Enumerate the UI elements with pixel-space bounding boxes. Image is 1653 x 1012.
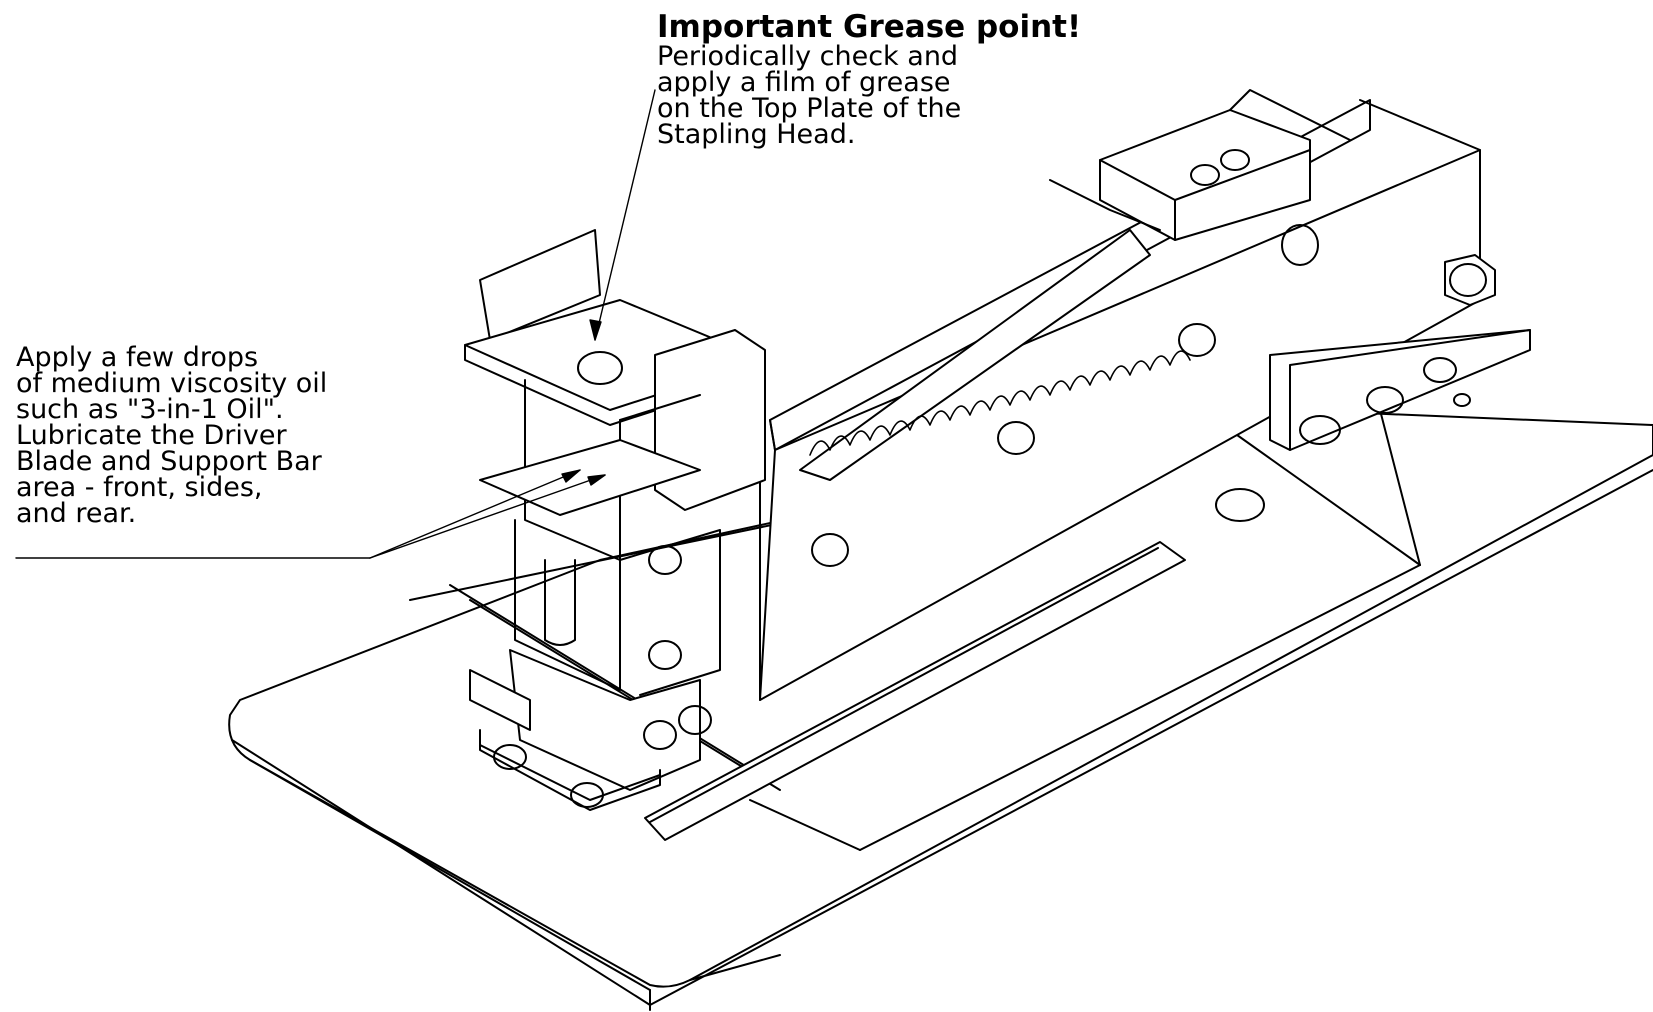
grease-leader bbox=[594, 89, 656, 341]
oil-callout: Apply a few drops of medium viscosity oi… bbox=[16, 342, 386, 529]
grease-callout-line: Stapling Head. bbox=[657, 119, 856, 150]
oil-callout-line: Lubricate the Driver bbox=[16, 420, 287, 451]
oil-leader-2 bbox=[369, 474, 606, 559]
stapling-head bbox=[464, 229, 766, 811]
grease-arrowhead bbox=[589, 319, 602, 341]
right-bracket bbox=[1269, 329, 1531, 451]
grease-callout-line: apply a film of grease bbox=[657, 67, 951, 98]
grease-callout-title: Important Grease point! bbox=[657, 9, 1082, 45]
oil-arrowhead-2 bbox=[587, 474, 606, 486]
rail-screws bbox=[811, 224, 1319, 567]
oil-callout-line: of medium viscosity oil bbox=[16, 368, 328, 399]
base-plate bbox=[228, 409, 1653, 1011]
oil-callout-line: such as "3-in-1 Oil". bbox=[16, 394, 284, 425]
grease-callout-line: Periodically check and bbox=[657, 41, 959, 72]
oil-leader-1 bbox=[369, 469, 581, 559]
leader-lines bbox=[15, 89, 656, 559]
hex-nut bbox=[1444, 254, 1496, 306]
grease-callout-line: on the Top Plate of the bbox=[657, 93, 962, 124]
oil-callout-line: Blade and Support Bar bbox=[16, 446, 322, 477]
oil-arrowhead-1 bbox=[561, 469, 581, 483]
grease-callout: Important Grease point! Periodically che… bbox=[657, 10, 1127, 148]
oil-callout-line: and rear. bbox=[16, 498, 137, 529]
oil-callout-line: Apply a few drops bbox=[16, 342, 259, 373]
base-slot bbox=[644, 541, 1186, 851]
oil-callout-line: area - front, sides, bbox=[16, 472, 263, 503]
pusher-block bbox=[1049, 89, 1351, 241]
spring bbox=[809, 350, 1191, 456]
